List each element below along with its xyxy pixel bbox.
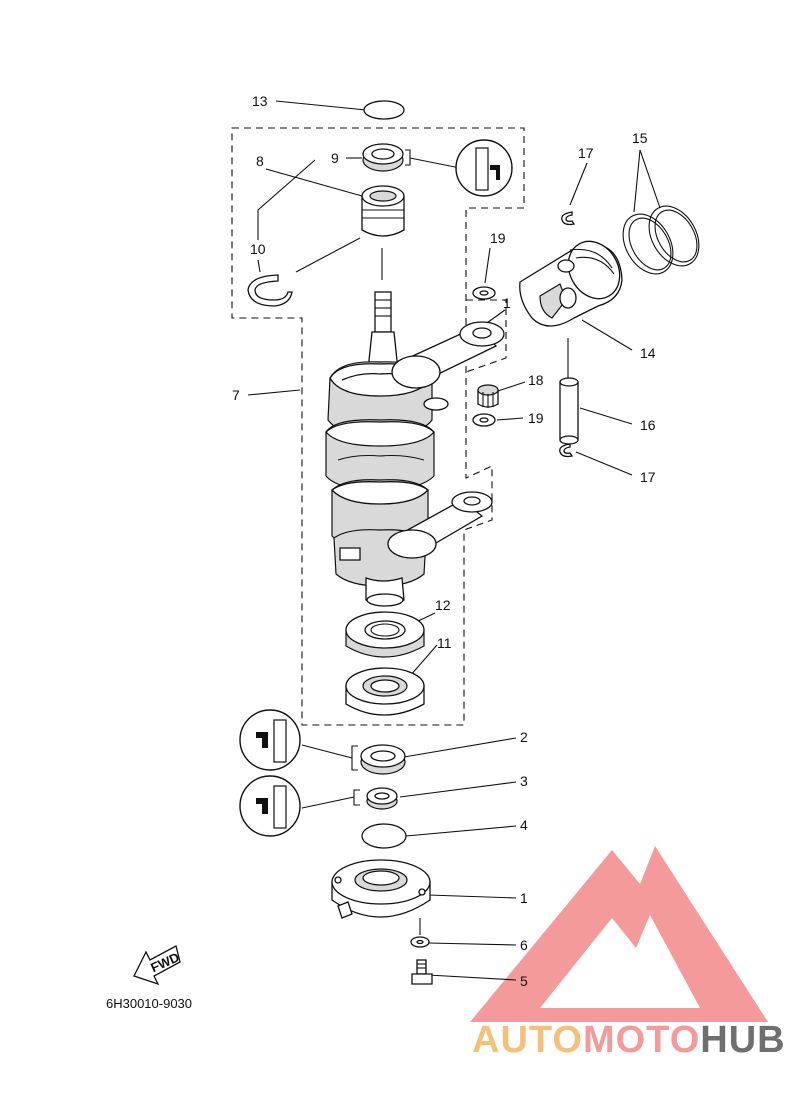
callout-9: 9 xyxy=(331,150,339,166)
callout-16: 16 xyxy=(640,417,656,433)
part-7-crankshaft xyxy=(325,291,435,607)
part-6-washer xyxy=(410,936,430,948)
part-19-washer-lower xyxy=(472,413,496,427)
crankshaft-assembly-boundary xyxy=(231,127,525,726)
part-13-o-ring xyxy=(363,100,405,120)
part-10-circlip xyxy=(247,274,293,307)
part-3-small-seal xyxy=(366,787,398,810)
part-4-o-ring xyxy=(361,823,407,849)
callout-13: 13 xyxy=(252,93,268,109)
watermark-logo: AUTOMOTOHUB xyxy=(470,846,786,1061)
part-19-washer-upper xyxy=(472,286,496,300)
callout-11: 11 xyxy=(437,635,452,651)
callout-5: 5 xyxy=(520,973,528,989)
callout-7: 7 xyxy=(232,387,240,403)
part-16-piston-pin xyxy=(559,377,579,445)
connecting-rod-upper xyxy=(391,321,505,411)
callout-15: 15 xyxy=(632,130,648,146)
callout-8: 8 xyxy=(256,153,264,169)
part-8-bearing xyxy=(361,185,405,237)
fwd-label: FWD xyxy=(148,949,181,975)
callout-3: 3 xyxy=(520,773,528,789)
callout-12: 12 xyxy=(435,597,451,613)
sealant-badge-low-icon xyxy=(239,775,301,837)
leader-lines xyxy=(247,100,661,981)
part-17-clip-lower xyxy=(559,443,574,458)
callout-numbers: 13 9 8 10 7 17 15 19 1 14 18 19 16 17 12… xyxy=(232,93,656,989)
svg-text:AUTOMOTOHUB: AUTOMOTOHUB xyxy=(472,1019,786,1061)
part-1-lower-housing xyxy=(331,859,431,919)
callout-10: 10 xyxy=(250,241,266,257)
part-18-small-bearing xyxy=(477,384,499,408)
part-2-oil-seal xyxy=(360,744,406,775)
callout-1-housing: 1 xyxy=(520,890,528,906)
part-5-bolt xyxy=(411,959,433,985)
callout-17-lower: 17 xyxy=(640,469,656,485)
fwd-arrow-icon: FWD xyxy=(133,945,182,986)
callout-17-upper: 17 xyxy=(578,145,594,161)
sealant-badge-mid-icon xyxy=(239,709,301,771)
connecting-rod-lower xyxy=(387,491,493,559)
sealant-badge-top-icon xyxy=(455,139,513,197)
watermark-text-auto: AUTO xyxy=(472,1019,583,1061)
callout-19-lower: 19 xyxy=(528,410,544,426)
watermark-triangle-icon xyxy=(470,846,768,1022)
callout-14: 14 xyxy=(640,345,656,361)
part-14-piston xyxy=(519,240,623,327)
watermark-text-moto: MOTO xyxy=(583,1019,700,1061)
part-15-piston-rings xyxy=(622,205,700,275)
callout-6: 6 xyxy=(520,937,528,953)
part-12-seal xyxy=(345,611,425,658)
part-11-ball-bearing xyxy=(345,667,425,716)
part-9-oil-seal xyxy=(362,143,404,172)
callout-19-upper: 19 xyxy=(490,230,506,246)
part-17-clip-upper xyxy=(561,211,576,226)
callout-2: 2 xyxy=(520,729,528,745)
part-code-label: 6H30010-9030 xyxy=(106,996,192,1011)
callout-4: 4 xyxy=(520,817,528,833)
watermark-text-hub: HUB xyxy=(700,1019,785,1061)
callout-18: 18 xyxy=(528,372,544,388)
callout-1-rod: 1 xyxy=(503,295,511,311)
